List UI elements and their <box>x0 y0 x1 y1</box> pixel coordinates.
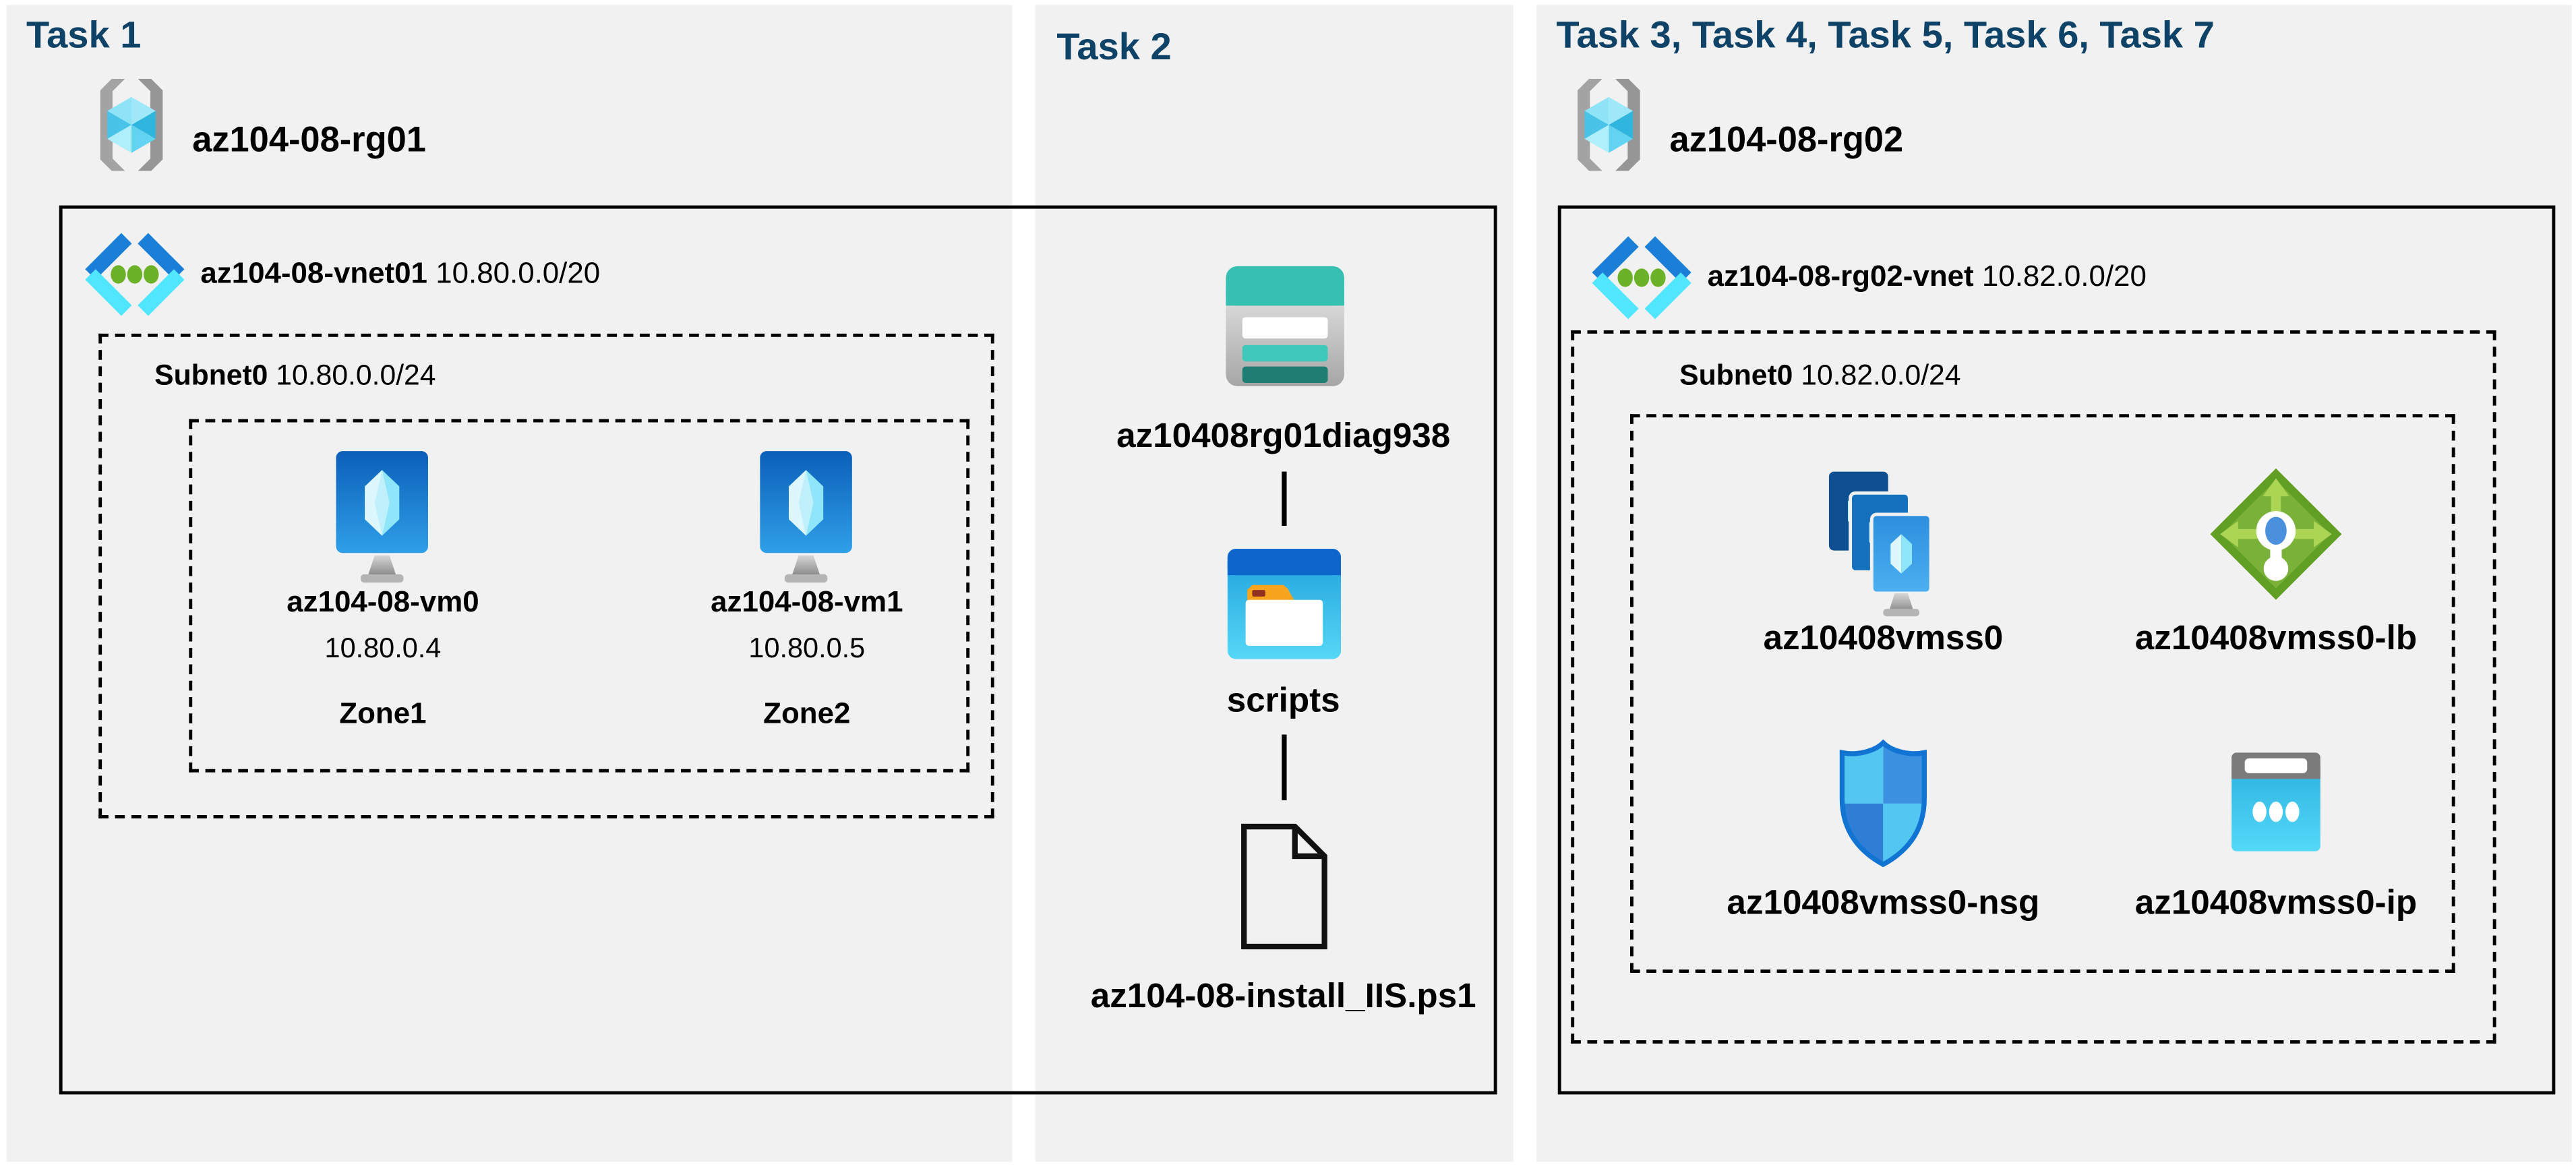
network-security-group-icon <box>1839 739 1927 868</box>
vnet-label: az104-08-rg02-vnet 10.82.0.0/20 <box>1707 260 2147 293</box>
connector-line <box>1282 734 1286 801</box>
task2-title: Task 2 <box>1056 24 1172 67</box>
virtual-machine-icon <box>336 451 428 583</box>
subnet0-boundary <box>1571 330 2496 1044</box>
vm-ip: 10.80.0.5 <box>748 632 866 664</box>
blob-container-icon <box>1227 549 1341 659</box>
container-name: scripts <box>1226 682 1340 720</box>
subnet-name: Subnet0 <box>154 358 268 392</box>
availability-zones-boundary <box>189 419 970 773</box>
subnet-label: Subnet0 10.80.0.0/24 <box>154 358 436 392</box>
task1-title: Task 1 <box>26 13 142 56</box>
script-file-name: az104-08-install_IIS.ps1 <box>1090 978 1476 1016</box>
resource-group-icon <box>1578 79 1640 171</box>
vnet01-boundary-box <box>59 205 1497 1095</box>
storage-account-name: az10408rg01diag938 <box>1116 417 1451 456</box>
virtual-network-icon <box>85 233 185 316</box>
subnet-cidr: 10.82.0.0/24 <box>1801 358 1961 392</box>
public-ip-icon <box>2231 752 2320 851</box>
load-balancer-icon <box>2210 468 2342 600</box>
rg02-vnet-boundary-box <box>1557 205 2556 1095</box>
public-ip-name: az10408vmss0-ip <box>2134 884 2418 922</box>
subnet-cidr: 10.80.0.0/24 <box>276 358 436 392</box>
virtual-machine-icon <box>760 451 852 583</box>
vnet-cidr: 10.80.0.0/20 <box>436 256 601 289</box>
resource-group-name: az104-08-rg02 <box>1669 119 1904 160</box>
vm-zone: Zone2 <box>763 696 851 730</box>
subnet-label: Subnet0 10.82.0.0/24 <box>1679 358 1961 392</box>
vm-scale-set-icon <box>1828 471 1933 617</box>
resource-group-icon <box>100 79 163 171</box>
vm-item: az104-08-vm0 10.80.0.4 Zone1 <box>260 448 506 752</box>
vnet-cidr: 10.82.0.0/20 <box>1981 260 2147 293</box>
script-file-icon <box>1241 823 1327 950</box>
subnet0-boundary <box>98 333 994 818</box>
connector-line <box>1282 471 1286 526</box>
vmss-name: az10408vmss0 <box>1763 619 2004 657</box>
subnet-resources-boundary <box>1630 414 2455 973</box>
vnet-label: az104-08-vnet01 10.80.0.0/20 <box>200 256 601 290</box>
task1-panel <box>6 5 1013 1162</box>
vm-name: az104-08-vm1 <box>711 585 903 618</box>
vm-ip: 10.80.0.4 <box>324 632 442 664</box>
vnet-name: az104-08-vnet01 <box>200 256 427 289</box>
vm-item: az104-08-vm1 10.80.0.5 Zone2 <box>684 448 930 752</box>
storage-account-icon <box>1226 266 1344 386</box>
virtual-network-icon <box>1592 236 1691 320</box>
subnet-name: Subnet0 <box>1679 358 1793 392</box>
task3-7-title: Task 3, Task 4, Task 5, Task 6, Task 7 <box>1556 13 2215 56</box>
task3-7-panel <box>1536 5 2572 1162</box>
resource-group-name: az104-08-rg01 <box>192 119 426 160</box>
vm-zone: Zone1 <box>339 696 427 730</box>
nsg-name: az10408vmss0-nsg <box>1727 884 2040 922</box>
vm-name: az104-08-vm0 <box>287 585 479 618</box>
load-balancer-name: az10408vmss0-lb <box>2134 619 2418 657</box>
vnet-name: az104-08-rg02-vnet <box>1707 260 1974 293</box>
